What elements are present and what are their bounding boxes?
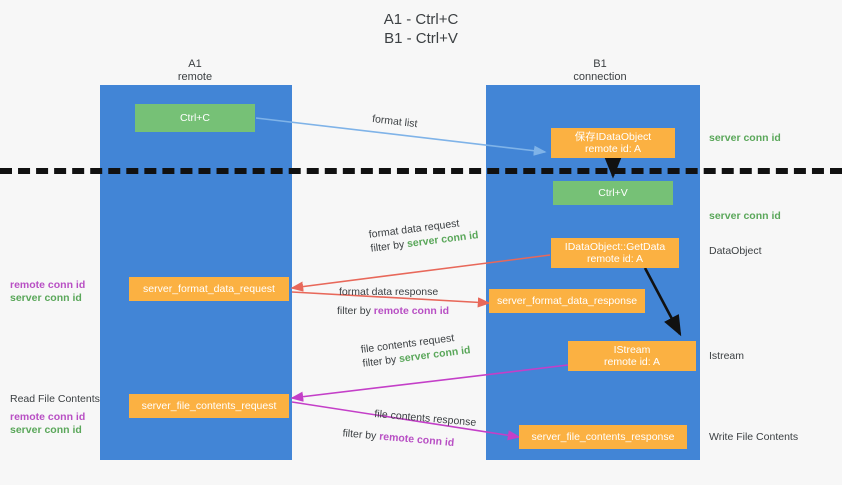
box-server-format-data-response-label: server_format_data_response xyxy=(496,294,638,307)
arrow-file-contents-response xyxy=(291,401,521,441)
page-title: A1 - Ctrl+C B1 - Ctrl+V xyxy=(383,11,459,47)
box-server-file-contents-response-label: server_file_contents_response xyxy=(531,430,675,443)
box-ctrl-c-label: Ctrl+C xyxy=(179,111,211,124)
label-server-conn-id-mid: server conn id xyxy=(709,210,781,222)
label-server-conn-id-1: server conn id xyxy=(10,292,82,304)
column-header-b1: B1 connection xyxy=(573,58,627,83)
box-istream-line2: remote id: A xyxy=(603,356,661,368)
arrow-format-list xyxy=(255,117,547,156)
box-istream-line1: IStream xyxy=(613,343,651,356)
box-ctrl-v-label: Ctrl+V xyxy=(598,186,628,199)
box-server-file-contents-response[interactable]: server_file_contents_response xyxy=(519,425,687,449)
divider-dashed-line xyxy=(0,168,842,174)
label-server-conn-id-top: server conn id xyxy=(709,132,781,144)
box-server-format-data-request[interactable]: server_format_data_request xyxy=(129,277,289,301)
box-getdata-line1: IDataObject::GetData xyxy=(564,240,666,253)
column-header-a1: A1 remote xyxy=(177,58,213,83)
box-ctrl-c[interactable]: Ctrl+C xyxy=(135,104,255,132)
label-remote-conn-id-1: remote conn id xyxy=(10,279,86,291)
box-server-file-contents-request[interactable]: server_file_contents_request xyxy=(129,394,289,418)
box-server-file-contents-request-label: server_file_contents_request xyxy=(141,399,277,412)
label-write-file-contents: Write File Contents xyxy=(709,431,799,443)
arrow-label-format-data-response: format data response filter by remote co… xyxy=(337,285,450,318)
box-istream[interactable]: IStream remote id: A xyxy=(568,341,696,371)
arrow-label-format-data-response-line2: filter by remote conn id xyxy=(337,305,450,317)
filter-value-remote-conn-id-1: remote conn id xyxy=(373,305,450,317)
box-server-format-data-response[interactable]: server_format_data_response xyxy=(489,289,645,313)
box-save-idataobject-line1: 保存IDataObject xyxy=(574,130,652,143)
arrow-format-data-request xyxy=(290,254,551,292)
label-dataobject: DataObject xyxy=(709,245,762,257)
box-save-idataobject-line2: remote id: A xyxy=(584,143,642,155)
label-server-conn-id-2: server conn id xyxy=(10,424,82,436)
label-remote-conn-id-2: remote conn id xyxy=(10,411,86,423)
box-save-idataobject[interactable]: 保存IDataObject remote id: A xyxy=(551,128,675,158)
box-getdata-line2: remote id: A xyxy=(586,253,644,265)
label-read-file-contents: Read File Contents xyxy=(10,393,100,405)
arrow-getdata-to-istream xyxy=(643,267,682,337)
box-server-format-data-request-label: server_format_data_request xyxy=(143,282,275,295)
arrow-format-data-response xyxy=(291,291,491,308)
label-istream: Istream xyxy=(709,350,745,362)
arrow-label-format-data-response-line1: format data response xyxy=(339,286,439,298)
arrow-file-contents-request xyxy=(290,364,569,402)
box-ctrl-v[interactable]: Ctrl+V xyxy=(553,181,673,205)
box-idataobject-getdata[interactable]: IDataObject::GetData remote id: A xyxy=(551,238,679,268)
